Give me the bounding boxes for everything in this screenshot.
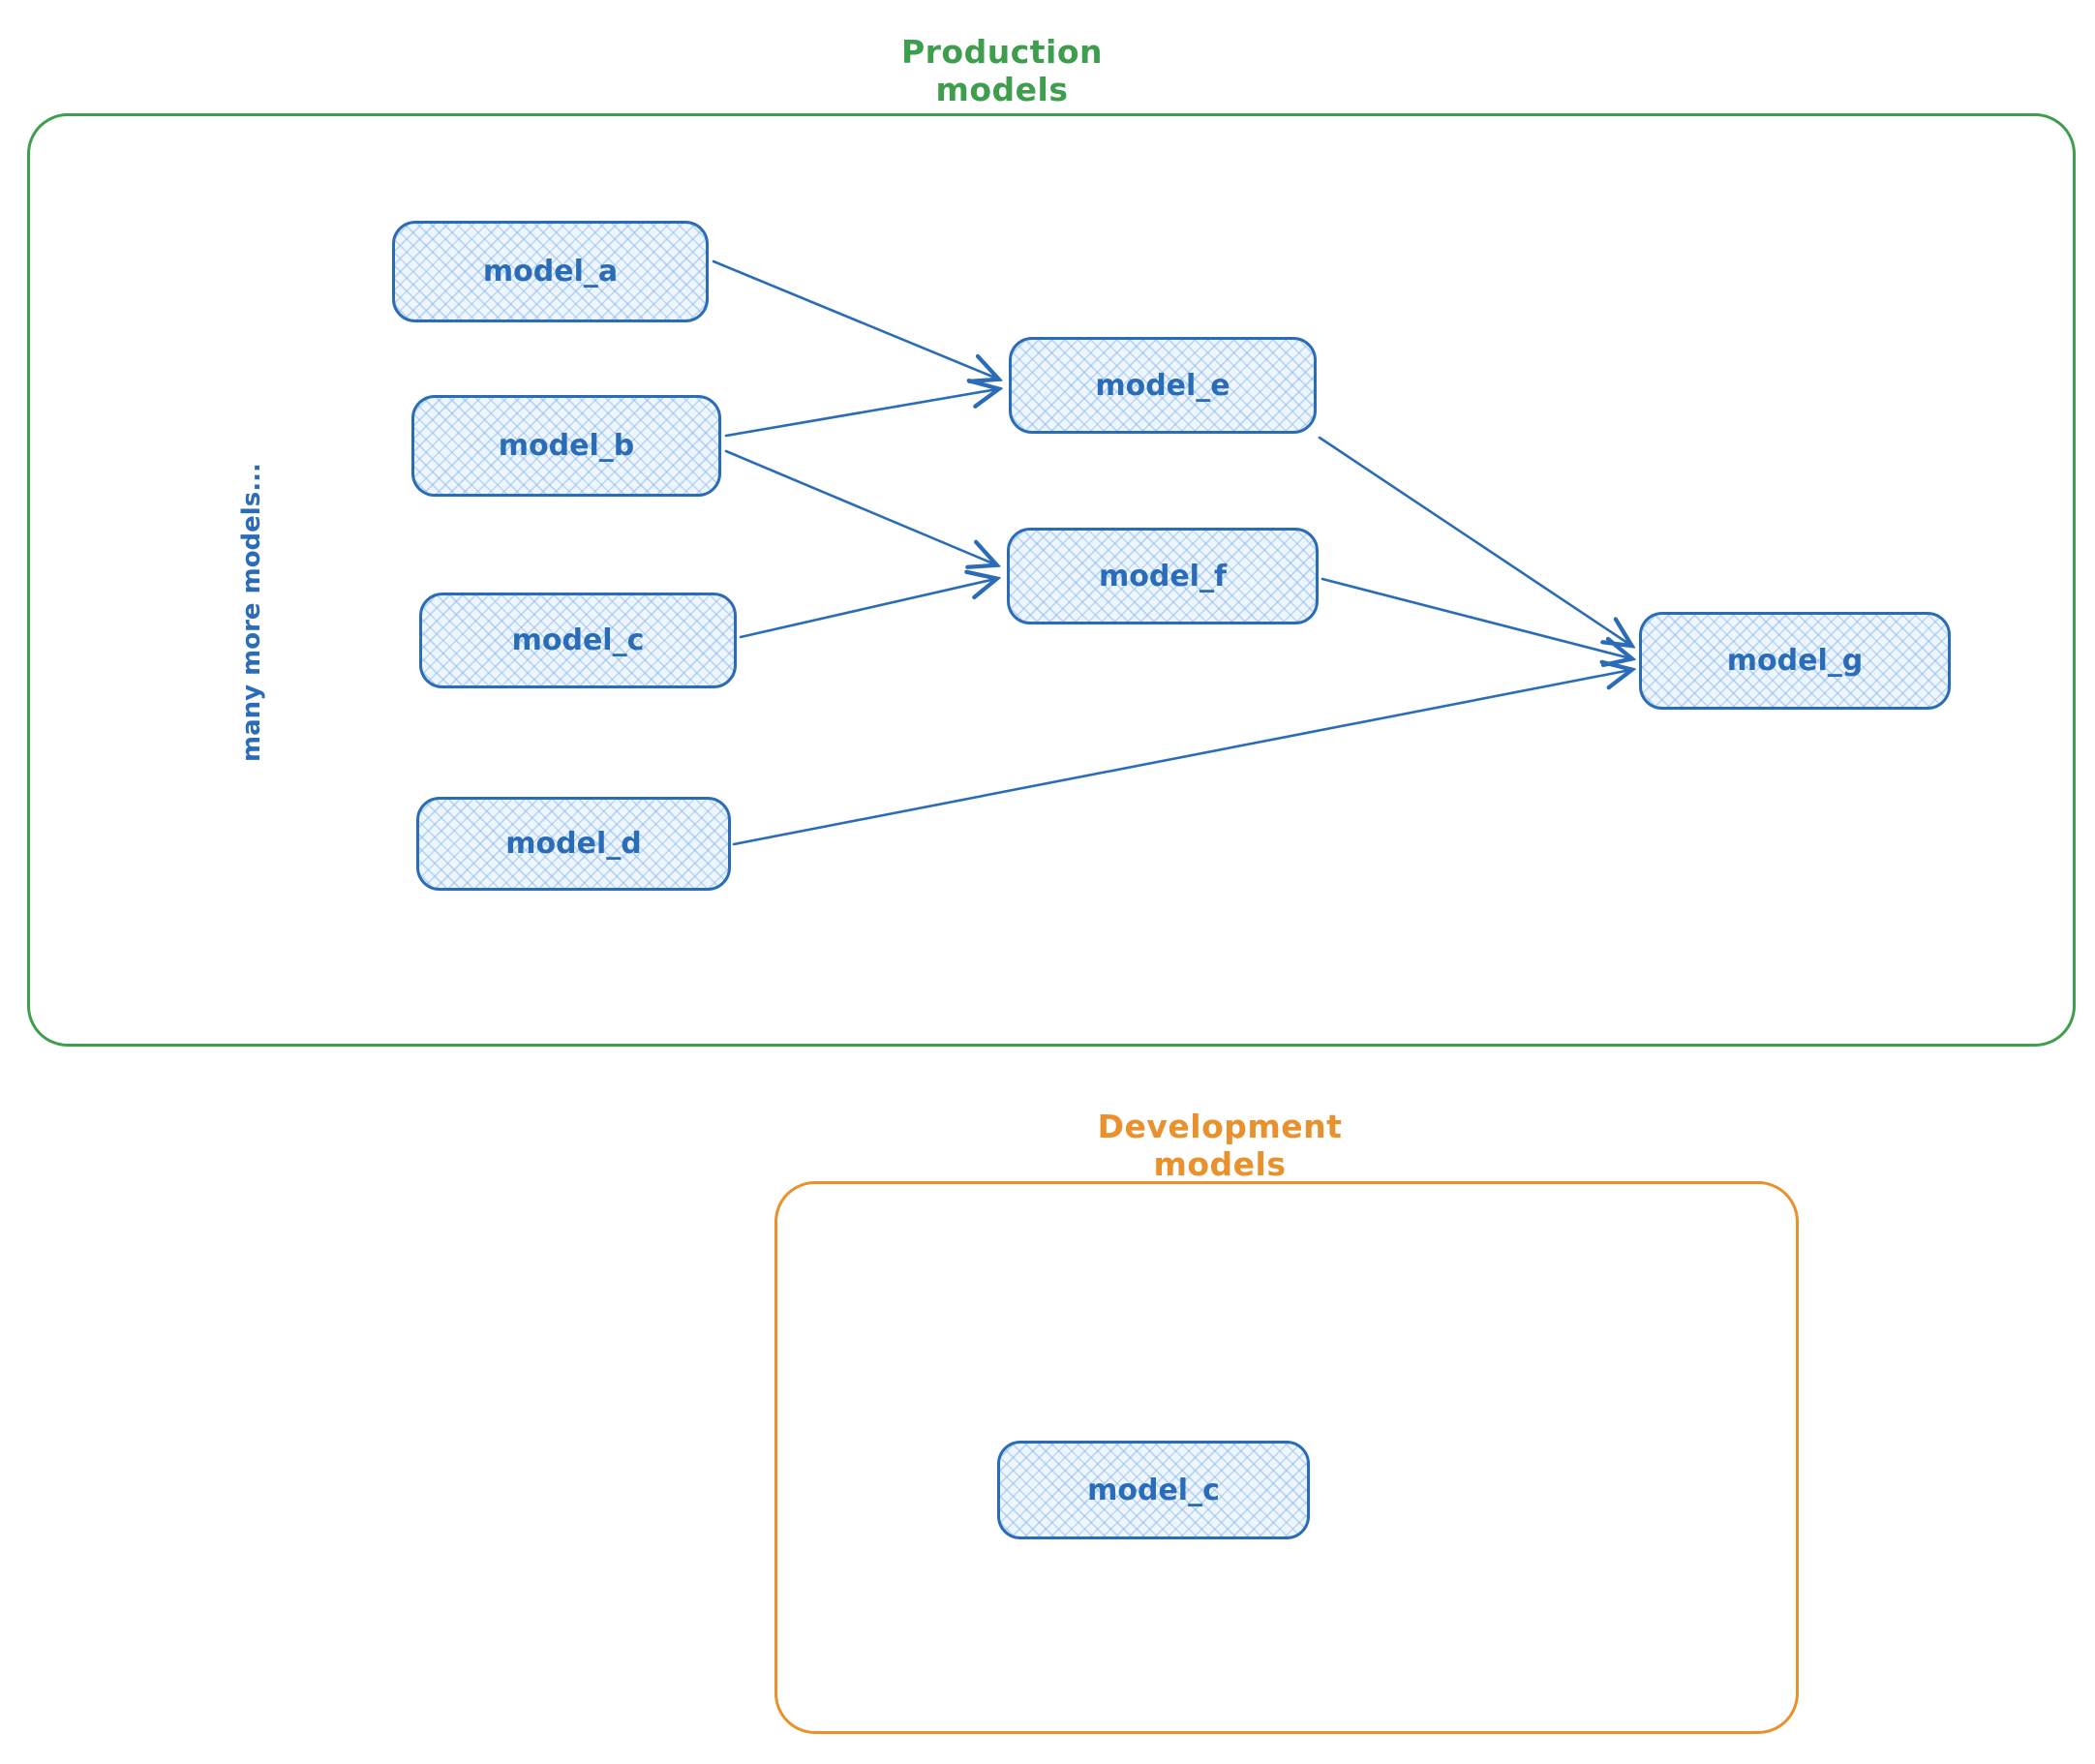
node-model-f-label: model_f [1098, 559, 1228, 593]
node-model-c[interactable]: model_c [419, 593, 737, 688]
node-model-c-dev-label: model_c [1087, 1473, 1220, 1507]
production-title: Production models [900, 33, 1104, 108]
development-container-frame[interactable] [774, 1181, 1799, 1734]
development-title: Development models [1097, 1108, 1343, 1183]
node-model-g-label: model_g [1726, 644, 1864, 678]
node-model-g[interactable]: model_g [1639, 612, 1951, 710]
node-model-d[interactable]: model_d [416, 797, 731, 891]
node-model-a-label: model_a [482, 255, 619, 289]
node-model-b[interactable]: model_b [411, 395, 721, 497]
node-model-f[interactable]: model_f [1007, 528, 1319, 624]
node-model-e[interactable]: model_e [1009, 337, 1317, 434]
node-model-d-label: model_d [505, 827, 642, 861]
many-more-models-label: many more models... [237, 463, 266, 762]
node-model-a[interactable]: model_a [392, 221, 709, 322]
node-model-e-label: model_e [1095, 368, 1230, 403]
node-model-c-label: model_c [511, 623, 645, 657]
production-container-frame[interactable] [27, 113, 2076, 1047]
node-model-b-label: model_b [498, 429, 635, 463]
node-model-c-dev[interactable]: model_c [997, 1441, 1310, 1539]
